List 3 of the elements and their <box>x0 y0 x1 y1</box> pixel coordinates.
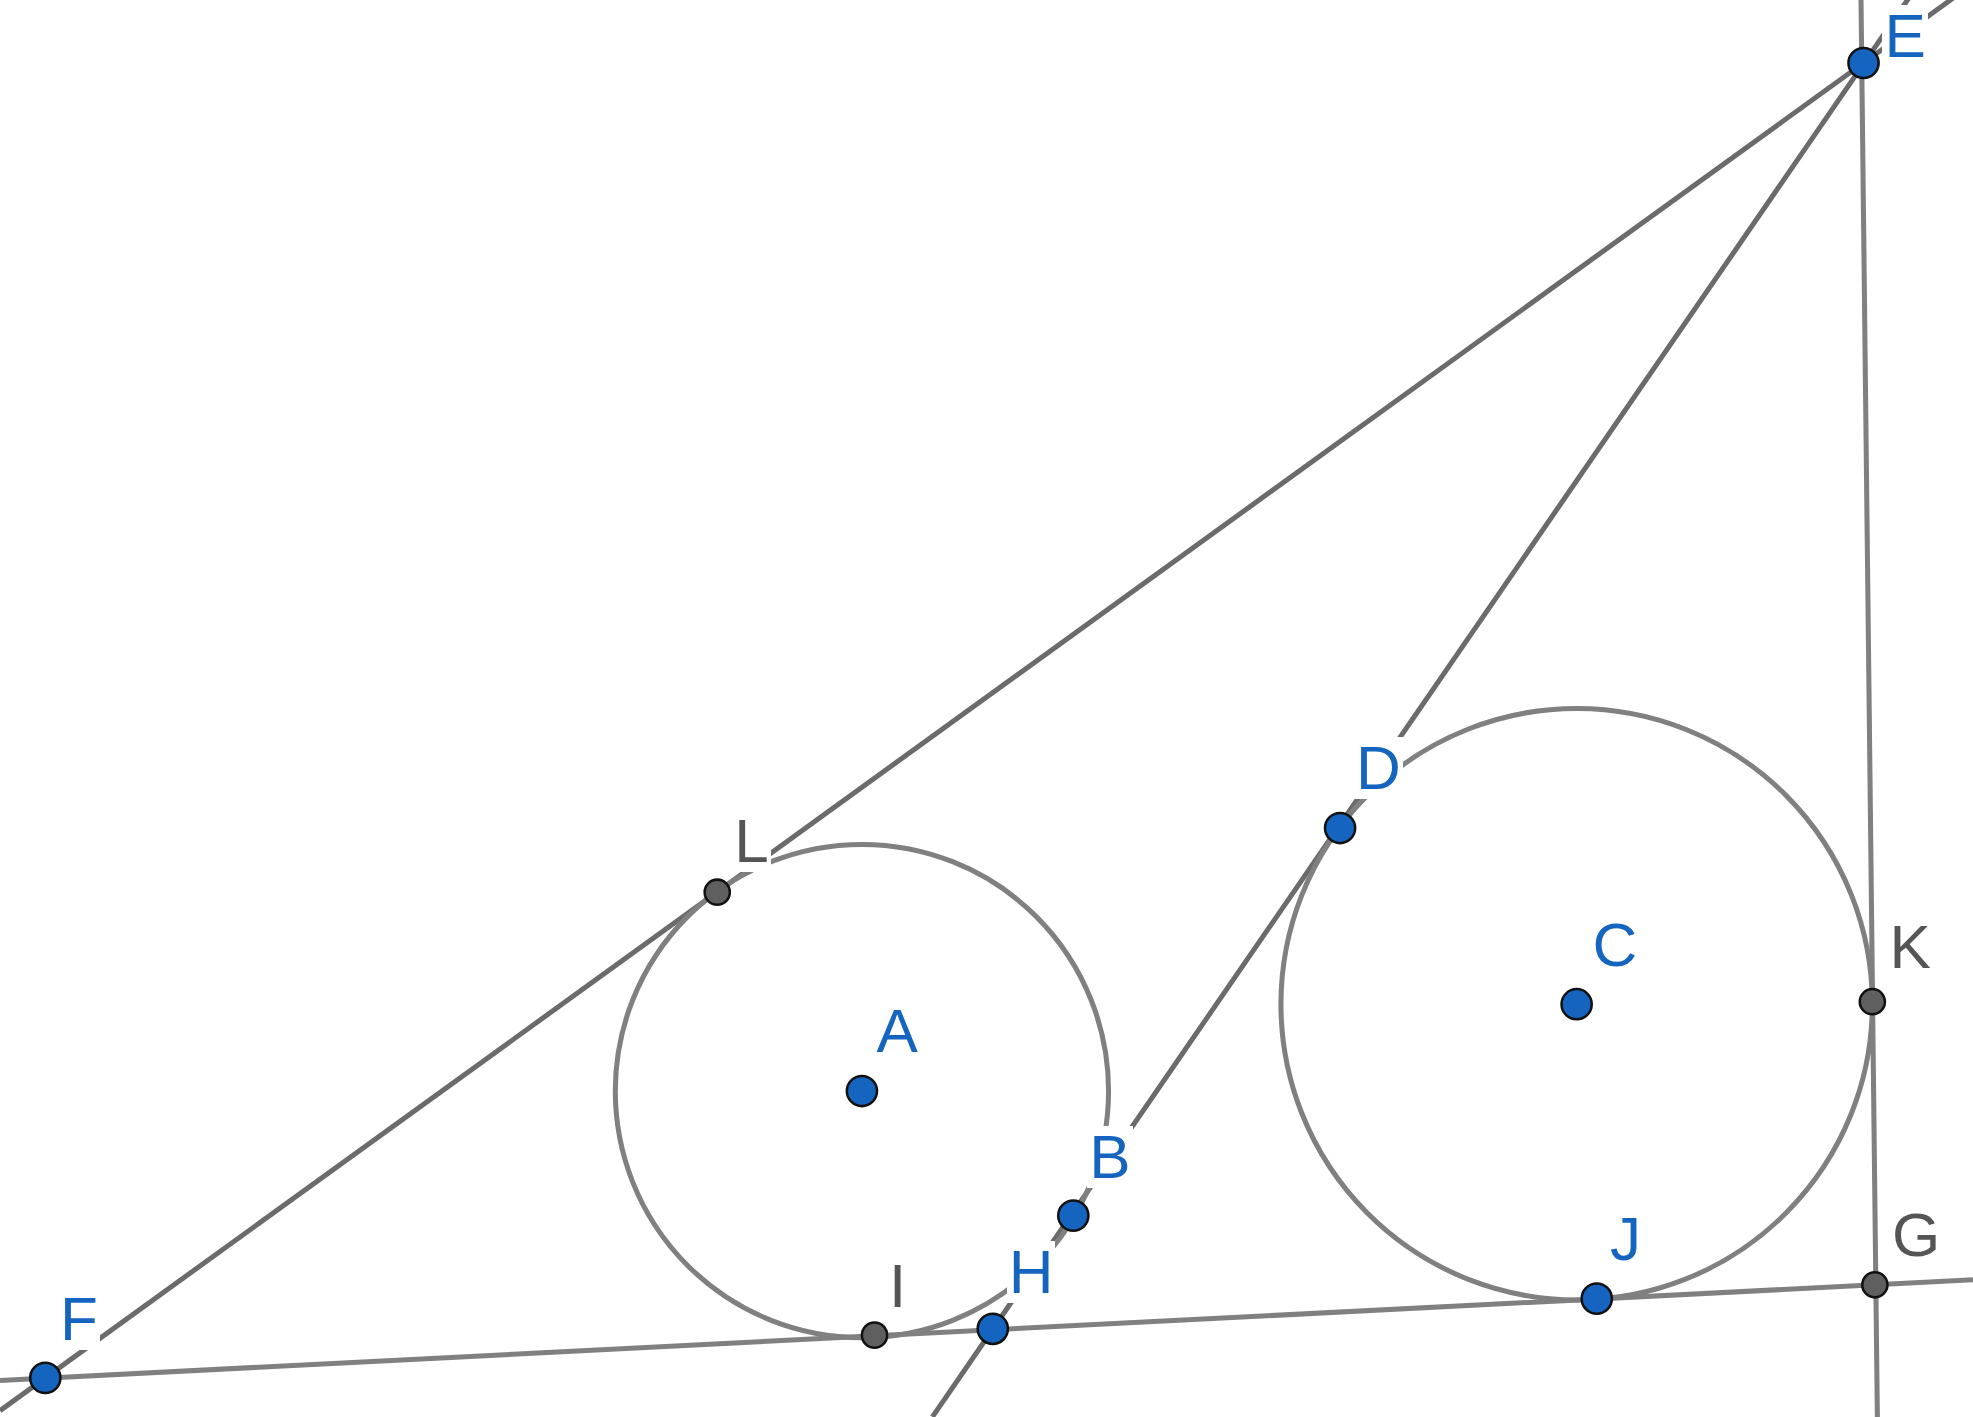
point-label: H <box>1006 1240 1056 1303</box>
point-label: D <box>1353 737 1403 800</box>
point-label: B <box>1087 1126 1133 1189</box>
